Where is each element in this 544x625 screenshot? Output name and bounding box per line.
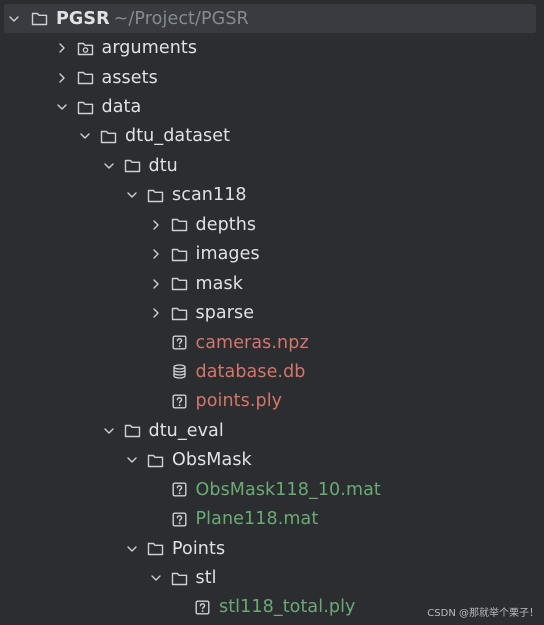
root-name: PGSR	[56, 8, 110, 29]
tree-row[interactable]: depths	[0, 210, 544, 239]
tree-row[interactable]: data	[0, 92, 544, 121]
tree-item-label: ObsMask	[172, 450, 252, 471]
chevron-down-icon[interactable]	[102, 159, 116, 173]
unknown-file-icon	[171, 393, 188, 410]
tree-row[interactable]: stl	[0, 563, 544, 592]
tree-item-label: cameras.npz	[195, 332, 309, 353]
tree-row[interactable]: images	[0, 240, 544, 269]
tree-row[interactable]: stl118_total.ply	[0, 593, 544, 622]
tree-item-label: ObsMask118_10.mat	[195, 479, 381, 500]
tree-row[interactable]: points.ply	[0, 387, 544, 416]
folder-icon	[124, 422, 141, 439]
folder-icon	[124, 157, 141, 174]
folder-icon	[171, 246, 188, 263]
folder-icon	[171, 216, 188, 233]
tree-item-label: stl118_total.ply	[219, 597, 356, 618]
chevron-down-icon[interactable]	[149, 571, 163, 585]
tree-item-label: scan118	[172, 185, 247, 206]
tree-item-label: dtu	[148, 155, 178, 176]
tree-row[interactable]: dtu_eval	[0, 416, 544, 445]
folder-icon	[171, 275, 188, 292]
chevron-right-icon[interactable]	[149, 218, 163, 232]
folder-icon	[31, 10, 48, 27]
tree-item-label: mask	[195, 273, 243, 294]
chevron-down-icon[interactable]	[7, 12, 21, 26]
chevron-down-icon[interactable]	[102, 424, 116, 438]
tree-item-label: assets	[101, 67, 158, 88]
tree-item-label: data	[101, 97, 142, 118]
unknown-file-icon	[171, 481, 188, 498]
chevron-down-icon[interactable]	[55, 100, 69, 114]
chevron-down-icon[interactable]	[125, 542, 139, 556]
folder-icon	[171, 305, 188, 322]
folder-icon	[77, 99, 94, 116]
tree-row[interactable]: ObsMask	[0, 446, 544, 475]
watermark: CSDN @那就举个栗子！	[427, 608, 539, 619]
chevron-right-icon[interactable]	[55, 71, 69, 85]
tree-row[interactable]: dtu	[0, 151, 544, 180]
tree-row[interactable]: ObsMask118_10.mat	[0, 475, 544, 504]
tree-item-label: dtu_eval	[148, 420, 224, 441]
folder-icon	[147, 187, 164, 204]
tree-item-label: stl	[195, 568, 217, 589]
folder-icon	[77, 69, 94, 86]
tree-row[interactable]: scan118	[0, 181, 544, 210]
root-label: PGSR~/Project/PGSR	[56, 9, 249, 29]
tree-item-label: sparse	[195, 303, 255, 324]
unknown-file-icon	[194, 599, 211, 616]
chevron-down-icon[interactable]	[125, 453, 139, 467]
tree-item-label: database.db	[195, 361, 306, 382]
tree-item-label: images	[195, 244, 260, 265]
tree-row[interactable]: arguments	[0, 33, 544, 62]
tree-row[interactable]: sparse	[0, 298, 544, 327]
tree-item-label: Plane118.mat	[195, 509, 319, 530]
folder-icon	[147, 540, 164, 557]
tree-row[interactable]: dtu_dataset	[0, 122, 544, 151]
tree-row[interactable]: mask	[0, 269, 544, 298]
tree-row[interactable]: database.db	[0, 357, 544, 386]
chevron-right-icon[interactable]	[149, 277, 163, 291]
tree-item-label: points.ply	[195, 391, 283, 412]
database-icon	[171, 363, 188, 380]
folder-icon	[100, 128, 117, 145]
chevron-down-icon[interactable]	[78, 129, 92, 143]
chevron-right-icon[interactable]	[149, 306, 163, 320]
project-tree: PGSR~/Project/PGSR arguments assets data dt…	[0, 4, 544, 622]
chevron-right-icon[interactable]	[149, 247, 163, 261]
module-folder-icon	[77, 40, 94, 57]
tree-row[interactable]: Plane118.mat	[0, 504, 544, 533]
tree-item-label: Points	[172, 538, 226, 559]
chevron-down-icon[interactable]	[125, 188, 139, 202]
tree-row[interactable]: assets	[0, 63, 544, 92]
tree-row[interactable]: Points	[0, 534, 544, 563]
unknown-file-icon	[171, 511, 188, 528]
unknown-file-icon	[171, 334, 188, 351]
tree-item-label: depths	[195, 214, 257, 235]
folder-icon	[147, 452, 164, 469]
tree-row[interactable]: cameras.npz	[0, 328, 544, 357]
chevron-right-icon[interactable]	[55, 41, 69, 55]
tree-item-label: arguments	[101, 38, 198, 59]
tree-row-root[interactable]: PGSR~/Project/PGSR	[4, 4, 536, 34]
root-path: ~/Project/PGSR	[113, 8, 249, 29]
folder-icon	[171, 570, 188, 587]
tree-item-label: dtu_dataset	[125, 126, 231, 147]
